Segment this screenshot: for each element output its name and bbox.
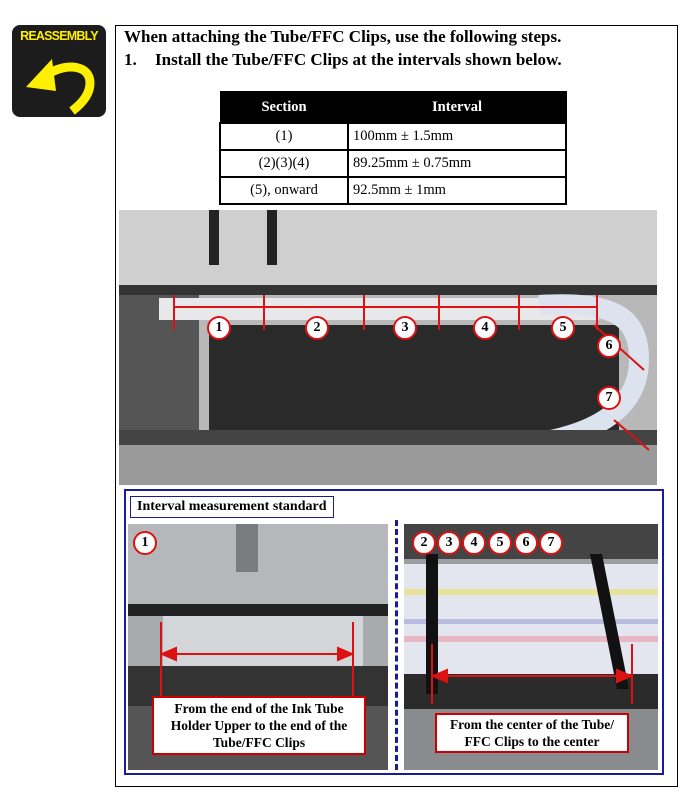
marker-2: 2 xyxy=(305,316,329,340)
marker-5: 5 xyxy=(551,316,575,340)
caption-line: FFC Clips to the center xyxy=(464,734,600,749)
caption-line: From the center of the Tube/ xyxy=(449,717,615,732)
step-text: Install the Tube/FFC Clips at the interv… xyxy=(155,50,562,69)
cell-interval: 92.5mm ± 1mm xyxy=(347,176,567,205)
marker-6: 6 xyxy=(597,334,621,358)
left-caption: From the end of the Ink Tube Holder Uppe… xyxy=(152,696,366,755)
cell-interval: 100mm ± 1.5mm xyxy=(347,122,567,151)
table-header: Section Interval xyxy=(219,91,567,124)
marker-3: 3 xyxy=(393,316,417,340)
header-section: Section xyxy=(219,91,349,124)
cell-section: (2)(3)(4) xyxy=(219,149,349,178)
caption-line: From the end of the Ink Tube xyxy=(174,701,344,716)
marker-4: 4 xyxy=(462,531,486,555)
reassembly-badge: REASSEMBLY xyxy=(12,25,106,117)
marker-5: 5 xyxy=(488,531,512,555)
marker-1: 1 xyxy=(133,531,157,555)
standard-title: Interval measurement standard xyxy=(130,496,334,518)
cell-interval: 89.25mm ± 0.75mm xyxy=(347,149,567,178)
right-caption: From the center of the Tube/ FFC Clips t… xyxy=(435,713,629,753)
interval-table: Section Interval (1) 100mm ± 1.5mm (2)(3… xyxy=(219,91,567,205)
content-frame xyxy=(115,25,678,787)
marker-3: 3 xyxy=(437,531,461,555)
marker-7: 7 xyxy=(539,531,563,555)
header-interval: Interval xyxy=(347,91,567,124)
table-row: (2)(3)(4) 89.25mm ± 0.75mm xyxy=(219,149,567,178)
step-number: 1. xyxy=(124,50,137,69)
measurement-standard-box xyxy=(124,489,664,775)
intro-text: When attaching the Tube/FFC Clips, use t… xyxy=(124,27,562,46)
marker-7: 7 xyxy=(597,386,621,410)
right-detail-photo: 2 3 4 5 6 7 From the center of the Tube/… xyxy=(404,524,658,770)
caption-line: Holder Upper to the end of the xyxy=(170,718,348,733)
table-row: (5), onward 92.5mm ± 1mm xyxy=(219,176,567,205)
marker-1: 1 xyxy=(207,316,231,340)
table-row: (1) 100mm ± 1.5mm xyxy=(219,122,567,151)
cell-section: (5), onward xyxy=(219,176,349,205)
reassembly-arrow-icon xyxy=(26,59,95,115)
marker-4: 4 xyxy=(473,316,497,340)
divider xyxy=(395,520,398,770)
marker-2: 2 xyxy=(412,531,436,555)
left-detail-photo: 1 From the end of the Ink Tube Holder Up… xyxy=(128,524,388,770)
cell-section: (1) xyxy=(219,122,349,151)
printer-carriage-illustration xyxy=(119,210,657,485)
reassembly-label: REASSEMBLY xyxy=(20,29,98,43)
marker-6: 6 xyxy=(514,531,538,555)
printer-carriage-photo: 1 2 3 4 5 6 7 xyxy=(119,210,657,485)
caption-line: Tube/FFC Clips xyxy=(212,735,306,750)
